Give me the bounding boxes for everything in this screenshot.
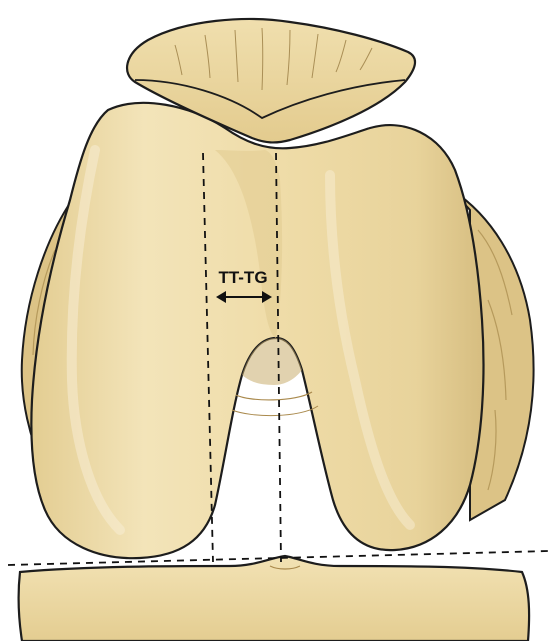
tt-tg-label: TT-TG [218, 268, 267, 287]
tibia [19, 556, 529, 641]
notch-ridge-line [236, 392, 312, 400]
notch-ridge-line-2 [232, 406, 318, 416]
